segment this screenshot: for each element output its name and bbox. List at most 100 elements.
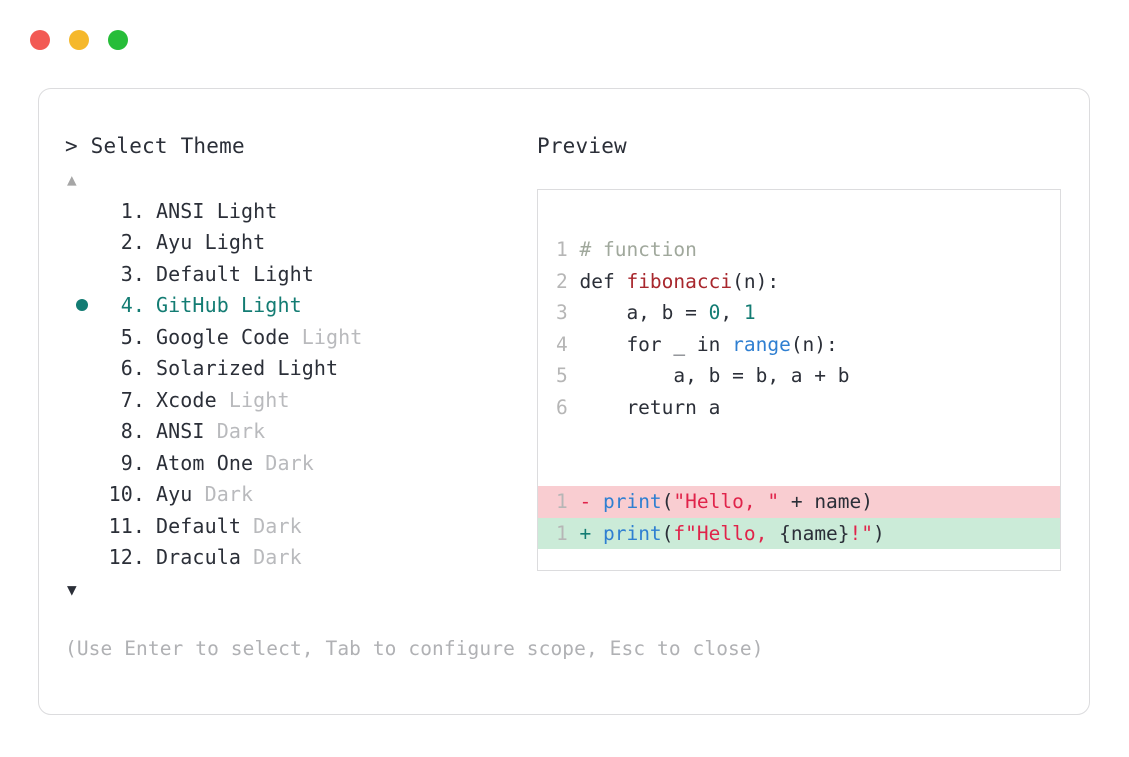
theme-item-name: GitHub — [156, 293, 229, 318]
theme-item-name: Dracula — [156, 545, 241, 570]
theme-item-space — [253, 451, 265, 475]
theme-item-index: 8. — [120, 419, 145, 444]
theme-item-name: Solarized — [156, 356, 266, 381]
window-traffic-lights — [30, 30, 128, 50]
theme-item-name: Ayu — [156, 230, 193, 255]
code-line-number: 5 — [556, 364, 580, 387]
theme-item-index: 12. — [108, 545, 145, 570]
diff-marker: - — [579, 490, 603, 513]
code-token: range — [732, 332, 791, 356]
theme-item-variant: Light — [277, 356, 339, 381]
theme-list-item[interactable]: 12. Dracula Dark — [65, 542, 535, 574]
keyboard-hint: (Use Enter to select, Tab to configure s… — [65, 637, 764, 660]
theme-list-item[interactable]: 10.Ayu Dark — [65, 479, 535, 511]
code-token: 1 — [743, 301, 756, 324]
code-line: 4 for _ in range(n): — [538, 329, 1060, 361]
theme-item-index: 3. — [120, 261, 145, 286]
code-token: fibonacci — [626, 269, 733, 293]
code-token: f"Hello, — [673, 521, 780, 545]
theme-list-item[interactable]: 5. Google Code Light — [65, 321, 535, 353]
theme-item-name: Default — [156, 261, 241, 286]
theme-item-variant: Dark — [204, 482, 254, 507]
selection-bullet-icon — [76, 299, 88, 312]
theme-item-index: 6. — [120, 356, 145, 381]
code-blank-line — [538, 423, 1060, 455]
theme-list-item[interactable]: 7.Xcode Light — [65, 384, 535, 416]
theme-list-item[interactable]: 1.ANSI Light — [65, 195, 535, 227]
minimize-window-dot[interactable] — [69, 30, 89, 50]
code-token: for _ in — [579, 332, 733, 356]
theme-item-space — [290, 325, 302, 349]
theme-item-name: Default — [156, 513, 241, 538]
theme-list-item[interactable]: 6. Solarized Light — [65, 353, 535, 385]
theme-item-space — [192, 230, 204, 254]
scroll-down-arrow-icon[interactable]: ▼ — [67, 580, 77, 599]
theme-list-item[interactable]: 11.Default Dark — [65, 510, 535, 542]
theme-item-space — [192, 482, 204, 506]
theme-item-space — [229, 293, 241, 317]
theme-item-space — [205, 419, 217, 443]
code-line-number: 2 — [556, 269, 580, 293]
theme-item-name: Google Code — [156, 324, 290, 349]
code-token: (n): — [732, 269, 780, 293]
code-token: a, b = b, a + b — [579, 364, 850, 387]
code-line: 1 # function — [538, 234, 1060, 266]
diff-line-number: 1 — [556, 490, 580, 513]
theme-list-item[interactable]: 9. Atom One Dark — [65, 447, 535, 479]
code-line-number: 6 — [556, 395, 580, 419]
theme-item-index: 9. — [120, 450, 145, 475]
theme-item-name: Ayu — [156, 482, 193, 507]
theme-item-variant: Light — [301, 324, 363, 349]
code-token: {name} — [779, 521, 850, 545]
code-token: ( — [661, 490, 674, 513]
theme-item-space — [265, 356, 277, 380]
theme-item-variant: Dark — [253, 545, 302, 570]
code-line: 6 return a — [538, 392, 1060, 424]
code-token: # function — [579, 238, 697, 261]
theme-item-variant: Light — [228, 387, 290, 412]
theme-item-index: 4. — [120, 293, 145, 318]
code-token: !" — [849, 521, 874, 545]
code-token: ( — [661, 521, 674, 545]
theme-item-index: 5. — [120, 324, 145, 349]
scroll-up-arrow-icon[interactable]: ▲ — [67, 170, 77, 189]
code-line: 3 a, b = 0, 1 — [538, 297, 1060, 329]
code-token: "Hello, " — [673, 490, 780, 513]
theme-item-index: 1. — [120, 198, 145, 223]
theme-item-index: 2. — [120, 230, 145, 255]
preview-label: Preview — [537, 134, 627, 158]
theme-item-variant: Light — [253, 261, 314, 286]
theme-item-variant: Dark — [265, 450, 314, 475]
close-window-dot[interactable] — [30, 30, 50, 50]
theme-list-item[interactable]: 2. Ayu Light — [65, 227, 535, 259]
selection-bullet-cell — [65, 299, 99, 312]
theme-list-item[interactable]: 3. Default Light — [65, 258, 535, 290]
theme-item-space — [241, 262, 253, 286]
theme-item-variant: Light — [241, 293, 302, 318]
theme-item-space — [241, 514, 253, 538]
theme-list-item[interactable]: 8.ANSI Dark — [65, 416, 535, 448]
theme-list-item[interactable]: 4. GitHub Light — [65, 290, 535, 322]
code-token: (n): — [790, 332, 838, 356]
theme-item-index: 7. — [120, 387, 145, 412]
code-token: 0 — [708, 301, 721, 324]
code-token: return a — [579, 395, 721, 419]
code-line-number: 1 — [556, 238, 580, 261]
code-blank-line — [538, 455, 1060, 487]
theme-item-space — [241, 545, 253, 569]
theme-item-variant: Light — [204, 230, 266, 255]
code-token: , — [720, 301, 744, 324]
code-line-number: 3 — [556, 301, 580, 324]
maximize-window-dot[interactable] — [108, 30, 128, 50]
code-token: ) — [873, 521, 885, 545]
theme-item-name: Atom One — [156, 450, 254, 475]
code-token: def — [579, 269, 627, 293]
code-line: 2 def fibonacci(n): — [538, 266, 1060, 298]
